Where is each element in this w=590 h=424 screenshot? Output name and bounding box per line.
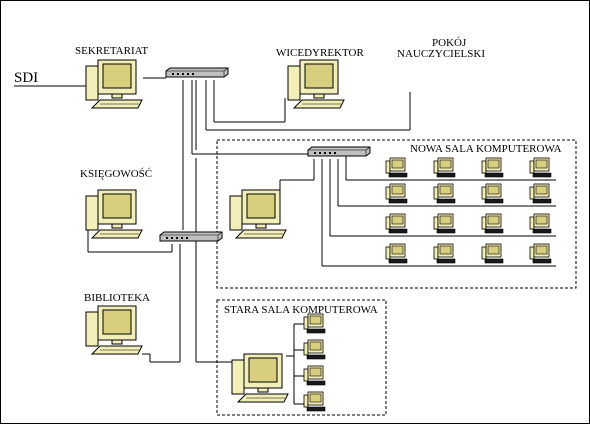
workstation [481, 183, 504, 204]
ksiegowosc-label: KSIĘGOWOŚĆ [80, 168, 152, 180]
main-switch [165, 67, 229, 78]
workstation [303, 391, 326, 412]
workstation [481, 213, 504, 234]
wicedyrektor-label: WICEDYREKTOR [276, 47, 364, 59]
stara-sala-workstations [303, 313, 326, 412]
workstation [529, 213, 552, 234]
workstation [481, 157, 504, 178]
biblioteka-label: BIBLIOTEKA [84, 292, 150, 304]
workstation [433, 243, 456, 264]
stara-sala-zone [216, 299, 387, 416]
workstation [385, 243, 408, 264]
biblioteka-computer [85, 305, 143, 355]
sekretariat-label: SEKRETARIAT [75, 45, 148, 57]
wicedyrektor-computer [287, 59, 345, 109]
nowa-sala-workstations [385, 157, 552, 264]
stara-sala-label: STARA SALA KOMPUTEROWA [224, 304, 378, 316]
workstation [481, 243, 504, 264]
ksiegowosc-switch [159, 231, 223, 242]
workstation [303, 313, 326, 334]
sdi-label: SDI [14, 70, 38, 86]
pokoj-label-line2: NAUCZYCIELSKI [397, 48, 485, 60]
workstation [385, 157, 408, 178]
workstation [433, 213, 456, 234]
nowa-sala-label: NOWA SALA KOMPUTEROWA [410, 143, 562, 155]
nowa-sala-teacher-computer [229, 189, 287, 239]
workstation [385, 183, 408, 204]
workstation [303, 365, 326, 386]
workstation [529, 157, 552, 178]
nowa-sala-zone [216, 139, 577, 289]
workstation [433, 183, 456, 204]
workstation [529, 243, 552, 264]
cables [14, 77, 556, 405]
pokoj-label-line1: POKÓJ [432, 37, 467, 49]
nowa-sala-switch [307, 146, 371, 157]
workstation [529, 183, 552, 204]
workstation [303, 339, 326, 360]
sekretariat-computer [85, 59, 143, 109]
workstation [385, 213, 408, 234]
stara-sala-teacher-computer [231, 353, 289, 403]
ksiegowosc-computer [85, 189, 143, 239]
workstation [433, 157, 456, 178]
